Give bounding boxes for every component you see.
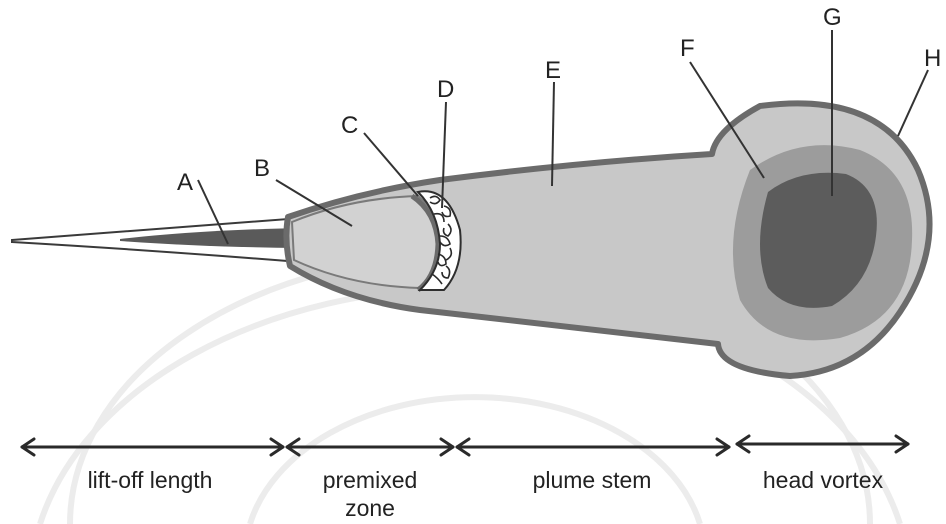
label-g: G (823, 4, 842, 31)
arrow-lift-off-length (22, 439, 283, 455)
label-h: H (924, 45, 941, 72)
label-d: D (437, 76, 454, 103)
label-c: C (341, 112, 358, 139)
label-f: F (680, 35, 695, 62)
arrow-head-vortex (737, 436, 908, 452)
label-b: B (254, 155, 270, 182)
leader-line-h (898, 70, 928, 136)
zone-label-zone: zone (345, 495, 395, 521)
label-e: E (545, 57, 561, 84)
zone-label-premixed: premixed (323, 467, 418, 493)
arrow-plume-stem (457, 439, 729, 455)
zone-label-lift-off-length: lift-off length (88, 467, 213, 493)
label-a: A (177, 169, 193, 196)
zone-label-plume-stem: plume stem (533, 467, 652, 493)
zone-label-head-vortex: head vortex (763, 467, 884, 493)
zone-arrows (22, 436, 908, 455)
